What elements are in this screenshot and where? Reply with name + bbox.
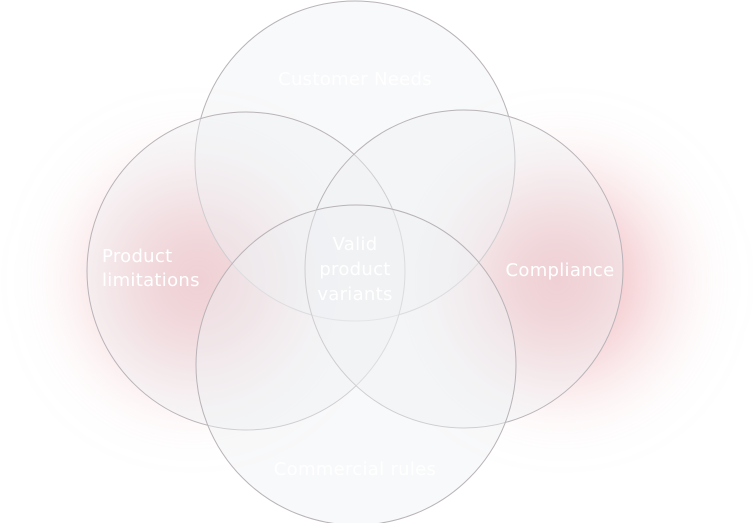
label-commercial-rules: Commercial rules xyxy=(273,459,437,480)
circle-customer-needs xyxy=(194,0,516,322)
label-product-limitations: Product limitations xyxy=(102,246,200,291)
circle-compliance xyxy=(304,109,624,429)
label-customer-needs: Customer Needs xyxy=(278,69,432,90)
label-valid-product-variants: Valid product variants xyxy=(317,234,393,305)
circle-commercial-rules xyxy=(195,204,517,523)
label-compliance: Compliance xyxy=(505,260,615,281)
